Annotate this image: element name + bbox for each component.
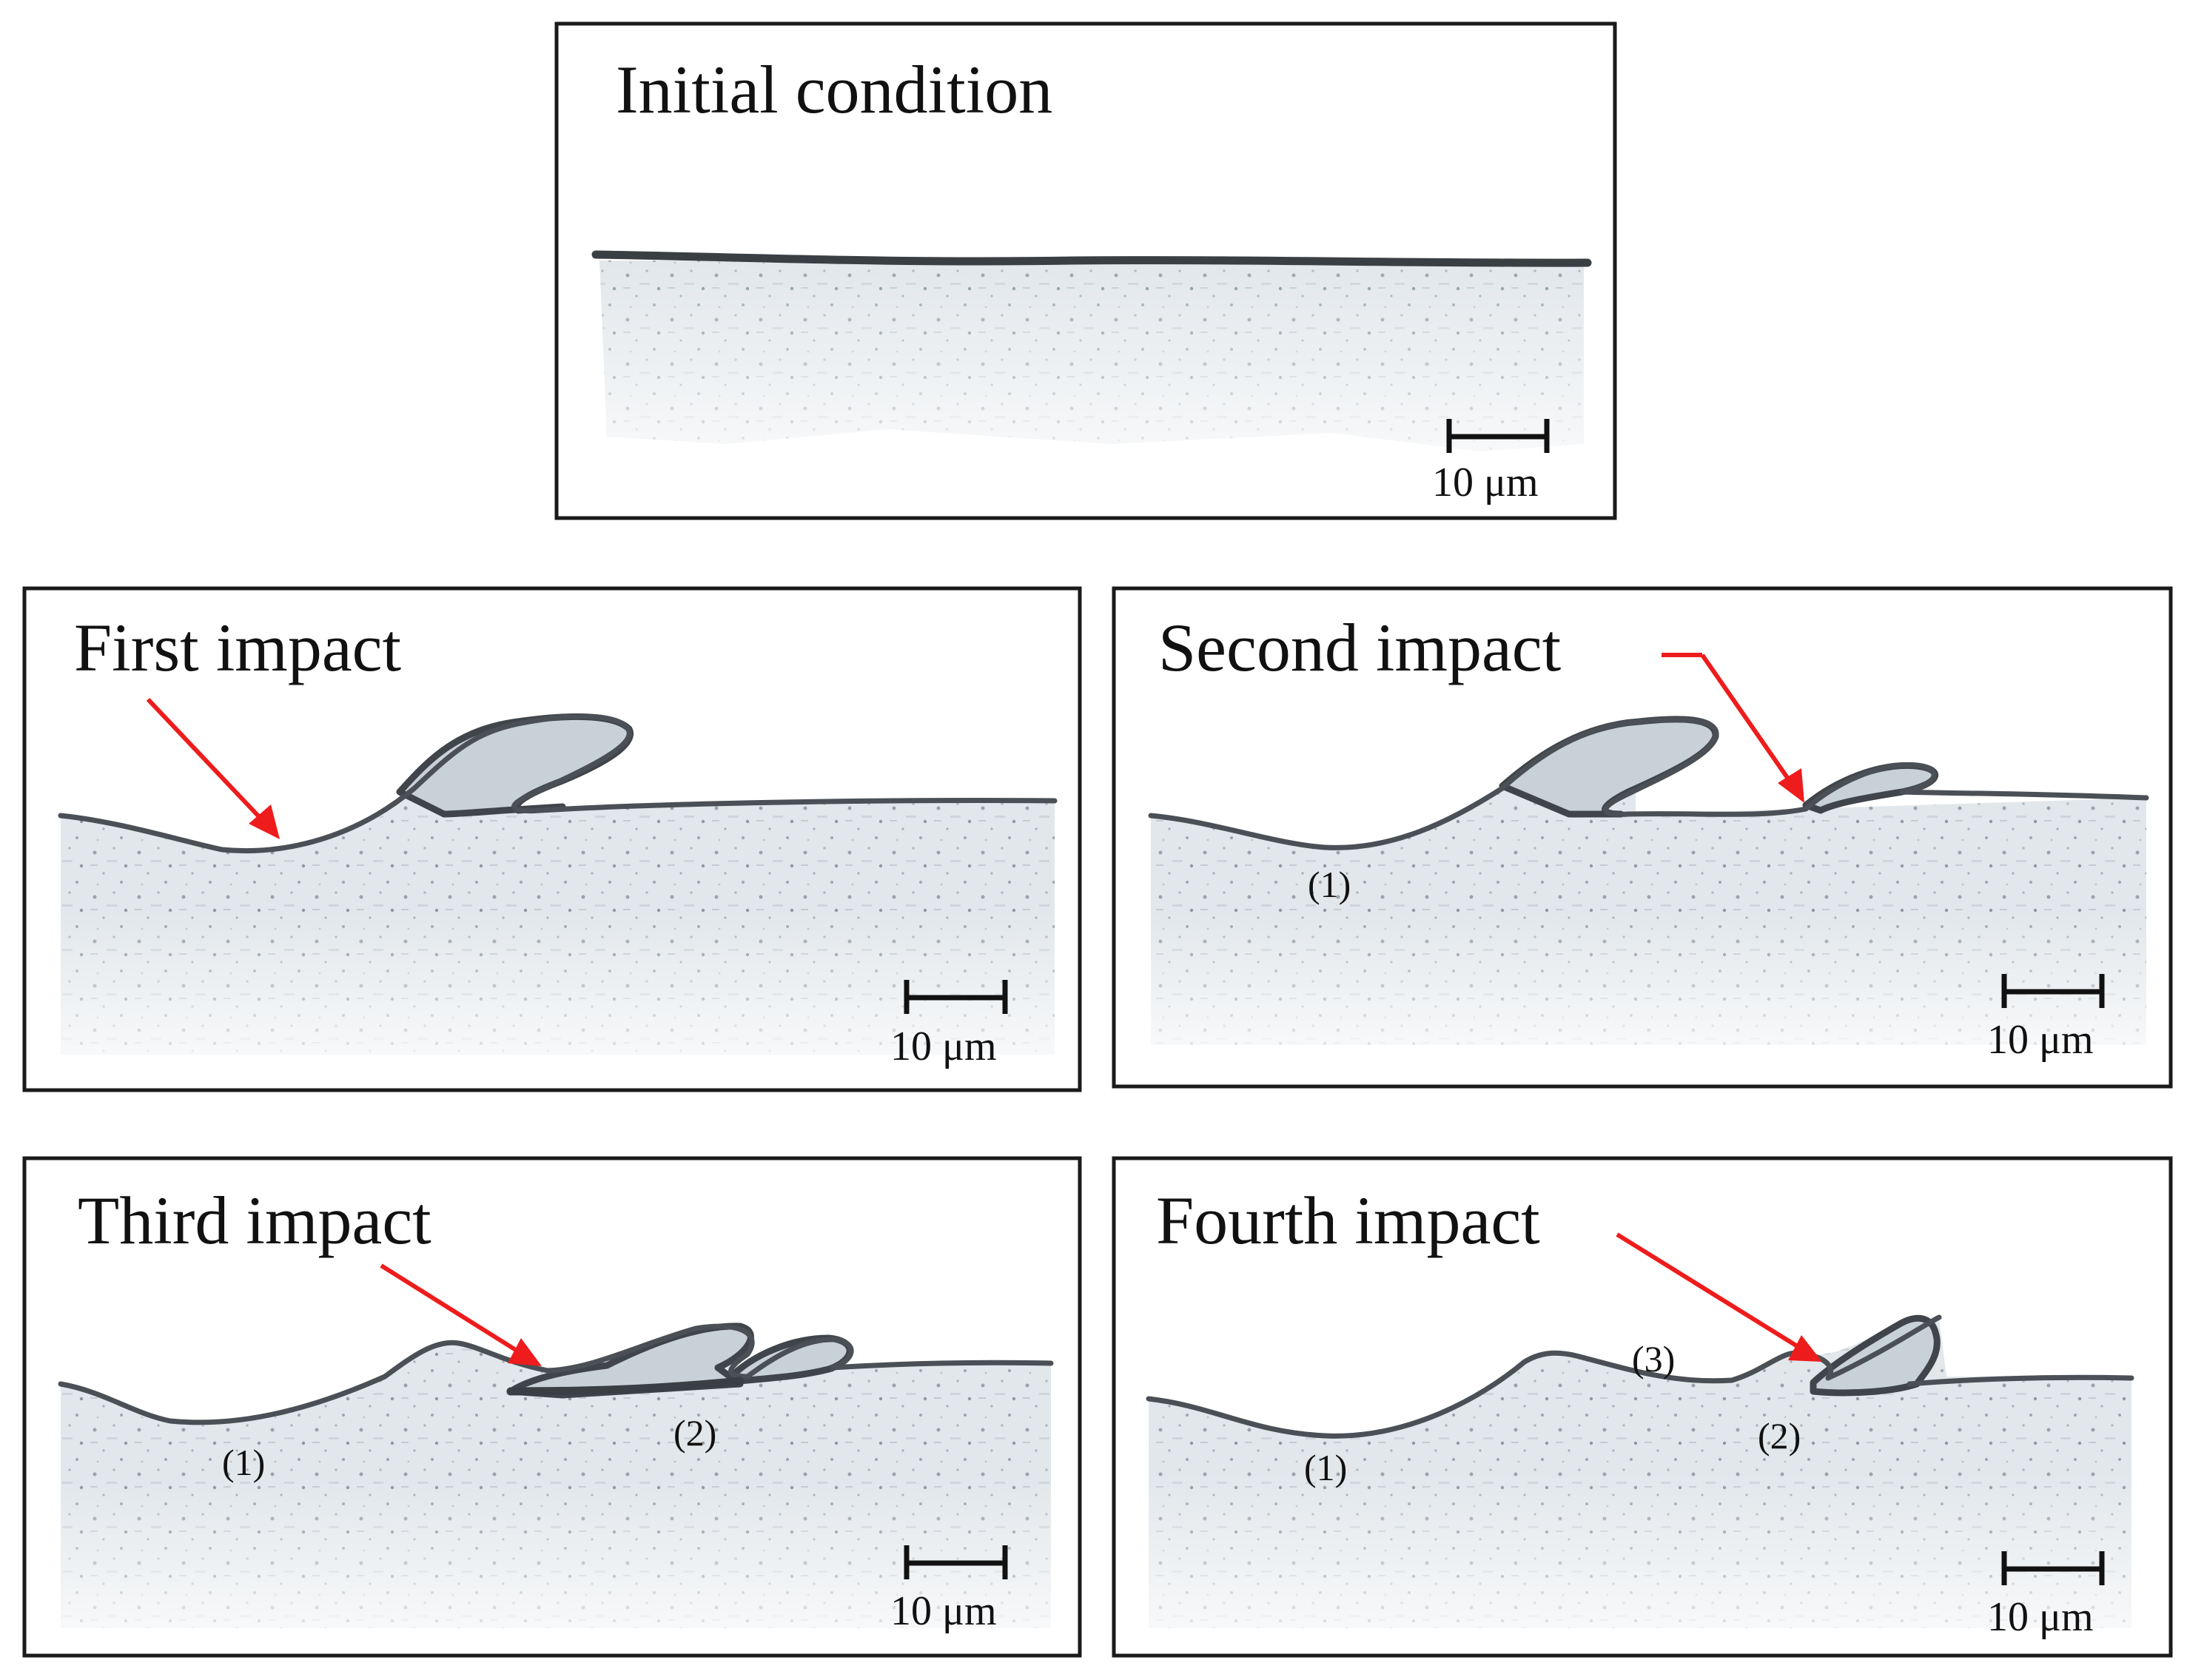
surface-line	[1146, 1314, 2134, 1439]
panel-title: Third impact	[78, 1183, 431, 1258]
marker-label: (1)	[1308, 864, 1351, 905]
scale-bar	[904, 1545, 1008, 1579]
marker-label: (2)	[1758, 1415, 1801, 1456]
substrate-fade	[1149, 1473, 2131, 1632]
scale-bar-label: 10 μm	[890, 1024, 997, 1069]
scale-bar	[2001, 974, 2105, 1008]
underlayer-line	[506, 1377, 745, 1396]
scale-bar	[1446, 419, 1550, 453]
panel-second-impact: Second impact (1) 10 μm	[1112, 586, 2173, 1089]
substrate-fade	[1151, 910, 2146, 1047]
panel-title: Initial condition	[616, 52, 1052, 127]
panel-third-impact: Third impact (1) (2) 10 μm	[22, 1156, 1082, 1658]
substrate-fade	[599, 261, 1584, 459]
scale-bar	[904, 980, 1008, 1014]
arrow-third-impact	[380, 1263, 542, 1366]
marker-label: (2)	[673, 1412, 716, 1454]
panel-title: First impact	[74, 610, 402, 685]
marker-label: (1)	[222, 1442, 265, 1483]
arrow-second-impact	[1662, 653, 1804, 803]
arrow-fourth-impact	[1616, 1232, 1822, 1362]
panel-initial-condition: Initial condition 10 μm	[554, 21, 1617, 520]
surface-line	[58, 1323, 1054, 1425]
panel-title: Fourth impact	[1156, 1183, 1540, 1258]
panel-first-impact: First impact 10 μm	[22, 586, 1082, 1092]
marker-label: (1)	[1304, 1447, 1347, 1488]
panel-title: Second impact	[1158, 610, 1562, 685]
substrate-fade	[61, 910, 1055, 1058]
scale-bar-label: 10 μm	[890, 1588, 997, 1634]
scale-bar	[2001, 1551, 2105, 1585]
surface-line	[1148, 716, 2149, 850]
surface-line	[58, 713, 1058, 853]
substrate-fade	[61, 1480, 1051, 1632]
marker-label: (3)	[1632, 1338, 1675, 1380]
surface-line	[591, 250, 1592, 267]
scale-bar-label: 10 μm	[1432, 460, 1539, 505]
arrow-first-impact	[146, 697, 280, 839]
scale-bar-label: 10 μm	[1987, 1017, 2094, 1063]
scale-bar-label: 10 μm	[1987, 1594, 2094, 1640]
panel-fourth-impact: Fourth impact (1) (3) (2) 10 μm	[1112, 1156, 2173, 1658]
